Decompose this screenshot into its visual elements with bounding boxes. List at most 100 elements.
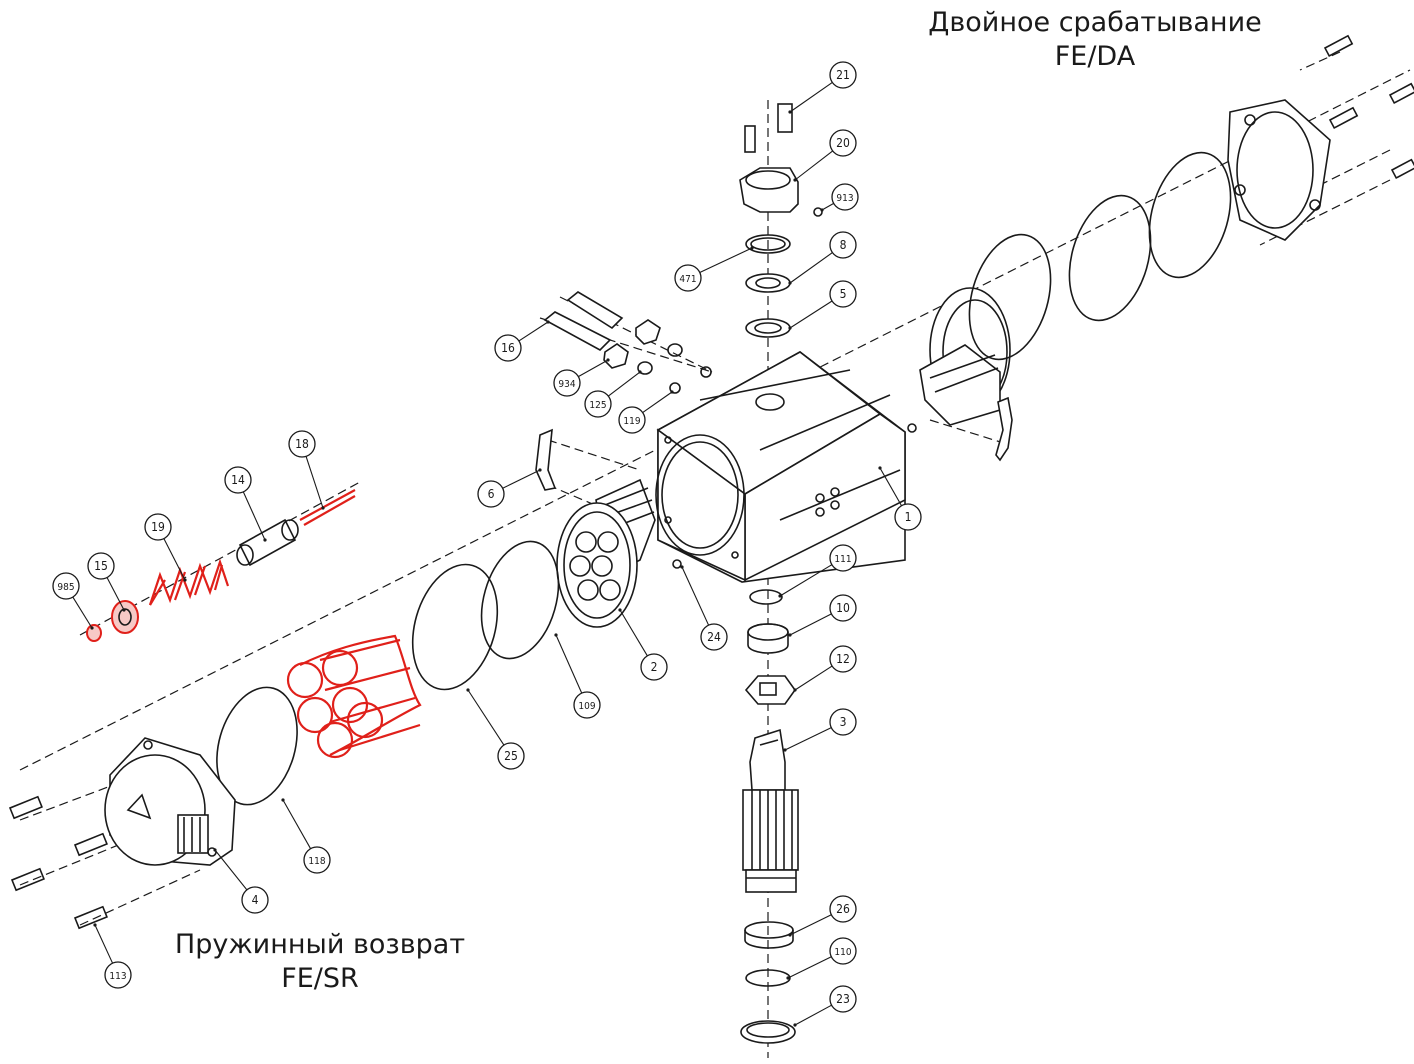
callout-113: 113: [93, 923, 132, 989]
callout-leader: [779, 564, 833, 597]
callout-number: 20: [836, 136, 850, 150]
callout-25: 25: [466, 688, 525, 770]
callout-number: 15: [94, 559, 108, 573]
callout-985: 985: [52, 572, 94, 630]
callout-anchor-dot: [783, 748, 787, 752]
actuator-body: [655, 351, 906, 583]
callout-leader: [789, 81, 833, 113]
callout-bubble: [497, 742, 525, 770]
callout-number: 118: [308, 856, 325, 867]
callout-number: 113: [109, 971, 126, 982]
callout-16: 16: [494, 320, 550, 362]
callout-leader: [789, 914, 832, 936]
left-piston: [535, 428, 656, 628]
spring-pack: [286, 634, 422, 759]
top-stack: [739, 103, 823, 338]
callout-number: 18: [295, 437, 309, 451]
callout-bubble: [829, 231, 857, 259]
right-piston: [919, 287, 1013, 462]
callout-12: 12: [793, 645, 857, 692]
callout-bubble: [104, 961, 132, 989]
callout-leader: [787, 956, 832, 979]
callout-anchor-dot: [466, 688, 470, 692]
spring-return-cartridge: [86, 489, 356, 642]
callout-leader: [794, 665, 833, 691]
spring-return-title: Пружинный возврат: [174, 929, 466, 960]
callout-bubble: [477, 480, 505, 508]
callout-leader: [879, 467, 903, 506]
callout-number: 1: [905, 510, 912, 524]
callout-4: 4: [213, 848, 269, 914]
callout-471: 471: [674, 246, 754, 292]
callout-anchor-dot: [786, 976, 790, 980]
callout-bubble: [618, 406, 646, 434]
callout-leader: [467, 689, 505, 746]
callout-leader: [282, 799, 312, 849]
callout-19: 19: [144, 513, 187, 582]
callout-number: 19: [151, 520, 165, 534]
callout-bubble: [831, 183, 859, 211]
callout-bubble: [829, 544, 857, 572]
callout-anchor-dot: [788, 633, 792, 637]
callout-number: 12: [836, 652, 850, 666]
callout-anchor-dot: [618, 608, 622, 612]
callout-number: 8: [840, 238, 847, 252]
callout-leader: [214, 849, 248, 891]
callout-anchor-dot: [788, 326, 792, 330]
callout-number: 24: [707, 630, 721, 644]
callout-anchor-dot: [788, 110, 792, 114]
callout-anchor-dot: [793, 1023, 797, 1027]
callout-leader: [502, 469, 541, 489]
left-end-cap: [8, 737, 236, 930]
callout-bubble: [640, 653, 668, 681]
callout-109: 109: [554, 633, 601, 719]
callout-leader: [608, 371, 641, 397]
callout-bubble: [553, 369, 581, 397]
callout-2: 2: [618, 608, 668, 681]
callout-26: 26: [788, 895, 857, 937]
callout-bubble: [288, 430, 316, 458]
callout-number: 3: [840, 715, 847, 729]
callout-anchor-dot: [778, 594, 782, 598]
callout-leader: [578, 359, 609, 378]
callout-bubble: [494, 334, 522, 362]
callout-number: 10: [836, 601, 850, 615]
callout-anchor-dot: [820, 208, 824, 212]
callout-leader: [794, 1004, 832, 1026]
callout-anchor-dot: [183, 578, 187, 582]
callout-bubble: [829, 985, 857, 1013]
callout-number: 4: [252, 893, 259, 907]
callout-bubble: [87, 552, 115, 580]
callout-anchor-dot: [213, 848, 217, 852]
callout-number: 14: [231, 473, 245, 487]
callout-119: 119: [618, 390, 674, 434]
callout-number: 111: [834, 554, 851, 565]
callout-934: 934: [553, 358, 610, 397]
callout-bubble: [894, 503, 922, 531]
callout-3: 3: [783, 708, 857, 752]
callout-leader: [94, 924, 114, 964]
callout-leader: [789, 300, 833, 329]
callout-anchor-dot: [788, 933, 792, 937]
callout-anchor-dot: [281, 798, 285, 802]
callout-number: 109: [578, 701, 595, 712]
callout-bubble: [829, 645, 857, 673]
callout-bubble: [241, 886, 269, 914]
callout-913: 913: [820, 183, 859, 212]
callout-10: 10: [788, 594, 857, 637]
callout-anchor-dot: [670, 390, 674, 394]
callout-anchor-dot: [122, 608, 126, 612]
callout-number: 110: [834, 947, 851, 958]
callout-leader: [699, 247, 753, 273]
callout-anchor-dot: [878, 466, 882, 470]
callout-bubble: [829, 594, 857, 622]
callout-number: 125: [589, 400, 606, 411]
callout-leader: [305, 456, 324, 509]
callout-anchor-dot: [321, 506, 325, 510]
callout-bubble: [52, 572, 80, 600]
stop-bolts: [543, 291, 917, 569]
callout-18: 18: [288, 430, 325, 510]
callout-bubble: [829, 937, 857, 965]
callout-anchor-dot: [638, 370, 642, 374]
